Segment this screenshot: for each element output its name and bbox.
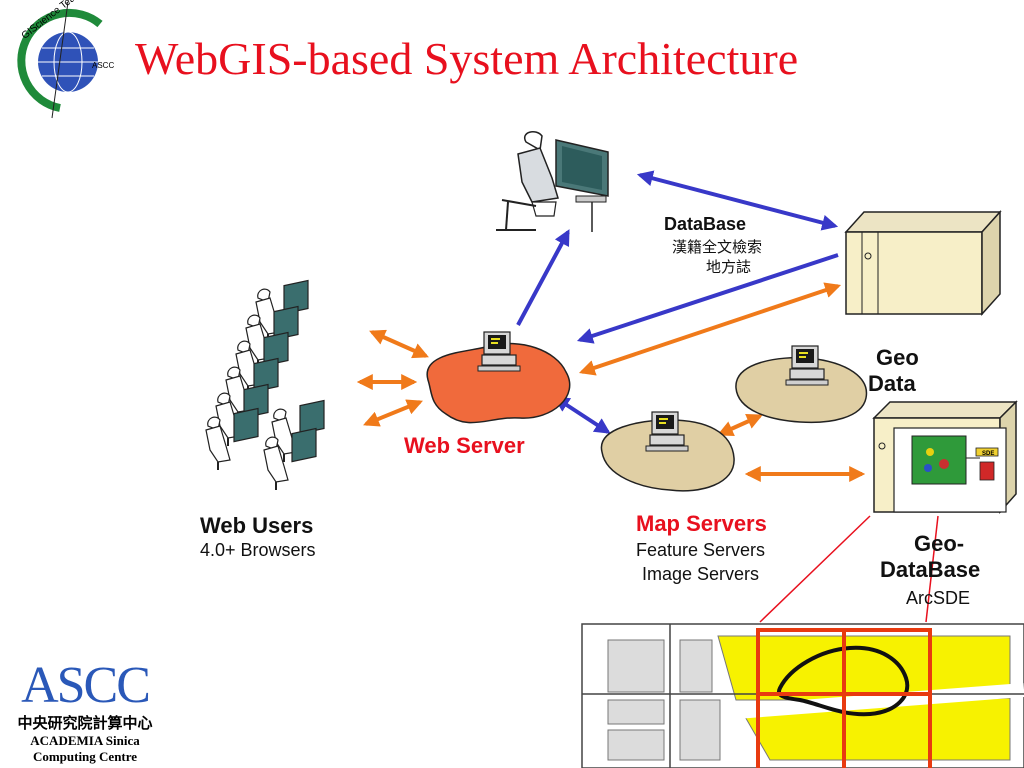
geo-data-server — [735, 345, 868, 424]
blue-arrow-webserver-mapserver — [553, 396, 611, 434]
blue-arrow-top-user-database — [636, 170, 839, 231]
sde-label: SDE — [982, 451, 994, 457]
geo-data-label-line1: Geo — [876, 345, 919, 370]
orange-arrow-database-webserver — [578, 282, 842, 376]
map-servers-line1: Feature Servers — [636, 540, 766, 560]
callout-line-right — [925, 515, 939, 623]
ascc-wordmark: ASCC — [21, 657, 151, 714]
ascc-english-line2: Computing Centre — [32, 749, 138, 765]
giscience-team-logo: GIScience Team ASCC — [17, 0, 114, 119]
callout-line-left — [759, 515, 871, 623]
blue-arrow-webserver-top-user — [516, 229, 570, 326]
map-servers-line2: Image Servers — [642, 564, 760, 584]
ascc-english-line1: ACADEMIA Sinica — [30, 733, 140, 748]
orange-arrow-users-webserver-1 — [369, 329, 429, 359]
orange-arrow-users-webserver-3 — [363, 399, 423, 427]
map-servers-label: Map Servers — [636, 511, 767, 536]
web-server — [426, 331, 571, 424]
slide-title: WebGIS-based System Architecture — [135, 33, 799, 84]
database-chinese-line2: 地方誌 — [706, 259, 752, 276]
geo-data-label-line2: Data — [868, 371, 916, 396]
database-chinese-line1: 漢籍全文檢索 — [672, 239, 763, 256]
geodatabase-label-line2: DataBase — [880, 557, 981, 582]
geodatabase-cabinet-icon: SDE — [872, 400, 1018, 514]
web-server-label: Web Server — [404, 433, 525, 458]
orange-arrow-mapserver-geodata — [717, 413, 763, 437]
map-server — [600, 411, 735, 492]
map-inset — [581, 623, 1024, 768]
logo-center-text: ASCC — [92, 61, 114, 70]
web-users-group — [205, 279, 325, 491]
database-cabinet-icon — [844, 210, 1002, 316]
geodatabase-subtitle: ArcSDE — [906, 588, 971, 608]
web-users-subtitle: 4.0+ Browsers — [200, 540, 316, 560]
ascc-chinese-name: 中央研究院計算中心 — [17, 716, 153, 732]
database-title: DataBase — [664, 214, 747, 234]
web-users-label: Web Users — [200, 513, 314, 538]
geodatabase-label-line1: Geo- — [914, 531, 965, 556]
ascc-logo: ASCC 中央研究院計算中心 ACADEMIA Sinica Computing… — [4, 660, 166, 766]
single-user-workstation — [496, 131, 609, 232]
connection-arrows — [356, 170, 866, 482]
